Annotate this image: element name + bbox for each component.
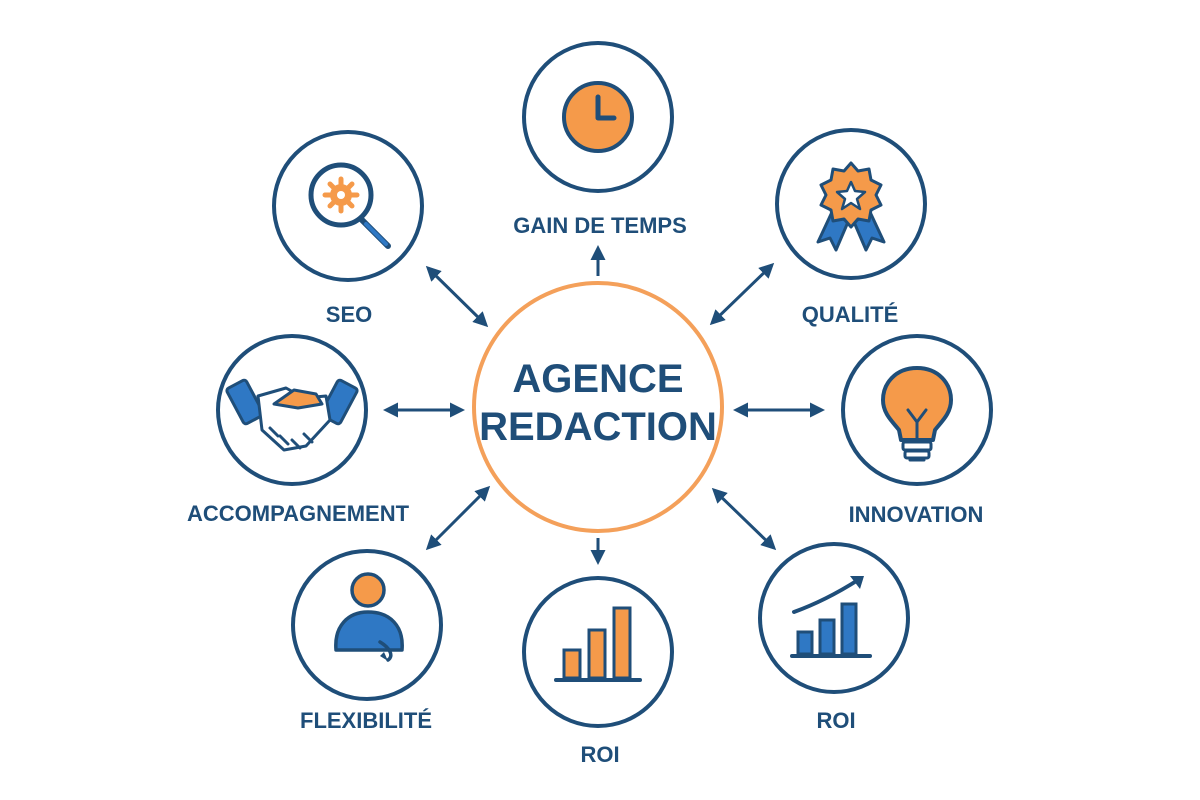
- node-seo: SEO: [272, 130, 424, 327]
- node-label: SEO: [326, 302, 372, 327]
- clock-icon: [562, 81, 634, 153]
- node-label: QUALITÉ: [802, 302, 899, 327]
- growth-chart-icon: [790, 576, 872, 658]
- center-hub: AGENCE REDACTION: [472, 281, 724, 533]
- magnifier-gear-icon: [308, 162, 391, 249]
- center-title-line1: AGENCE: [512, 357, 683, 401]
- node-roi-right: ROI: [758, 542, 910, 733]
- node-qualite: QUALITÉ: [775, 128, 927, 327]
- node-ring: [758, 542, 910, 694]
- node-label: INNOVATION: [849, 502, 984, 527]
- node-label: ROI: [580, 742, 619, 767]
- node-accompagnement: ACCOMPAGNEMENT: [187, 334, 410, 526]
- node-label: GAIN DE TEMPS: [513, 213, 687, 238]
- handshake-icon: [225, 378, 359, 452]
- arrow-flexibilite: [425, 485, 491, 551]
- node-gain-de-temps: GAIN DE TEMPS: [513, 41, 687, 238]
- center-ring: [472, 281, 724, 533]
- award-ribbon-icon: [816, 161, 886, 252]
- node-roi-center: ROI: [522, 576, 674, 767]
- lightbulb-icon: [881, 366, 953, 462]
- bar-chart-icon: [554, 606, 642, 682]
- node-flexibilite: FLEXIBILITÉ: [291, 549, 443, 733]
- connector-arrows: [383, 245, 825, 565]
- node-label: ACCOMPAGNEMENT: [187, 501, 410, 526]
- arrow-roi-right: [711, 487, 777, 551]
- node-label: FLEXIBILITÉ: [300, 708, 432, 733]
- arrow-seo: [425, 265, 489, 328]
- person-icon: [334, 572, 404, 662]
- center-title-line2: REDACTION: [479, 405, 717, 449]
- node-innovation: INNOVATION: [841, 334, 993, 527]
- arrow-qualite: [709, 262, 775, 326]
- node-label: ROI: [816, 708, 855, 733]
